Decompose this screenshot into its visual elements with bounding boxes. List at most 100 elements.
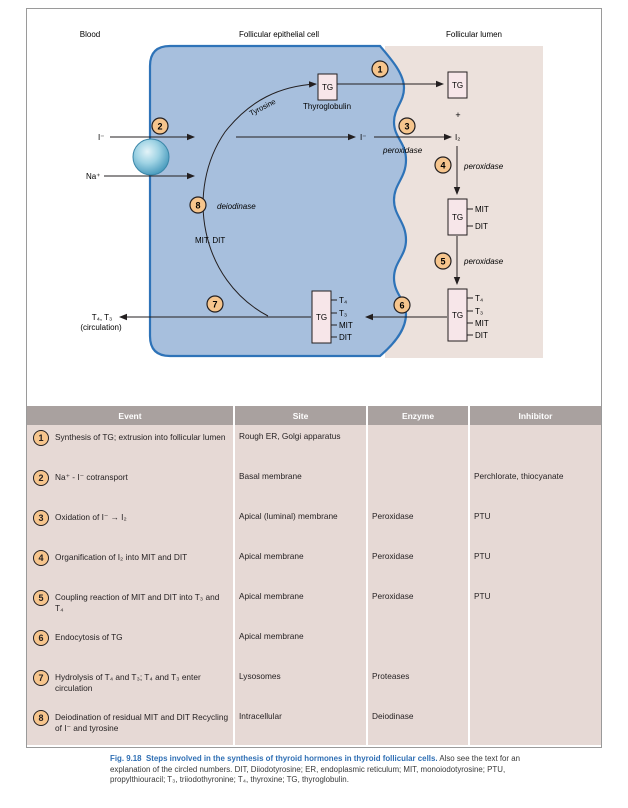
label-deiodinase: deiodinase (217, 202, 256, 211)
label-t3-lumen: T₃ (475, 307, 483, 316)
cell-enzyme: Peroxidase (368, 545, 470, 585)
header-inhibitor: Inhibitor (470, 406, 601, 425)
header-event: Event (27, 406, 235, 425)
tg-box-cell (317, 73, 338, 101)
tg-hormones-box-cell (311, 290, 332, 344)
cell-site: Intracellular (235, 705, 368, 745)
cell-site: Lysosomes (235, 665, 368, 705)
label-t4-lumen: T₄ (475, 294, 483, 303)
figure-caption-body: Also see the text for an explanation of … (110, 754, 521, 784)
label-circulation: (circulation) (80, 323, 122, 332)
label-blood: Blood (80, 30, 100, 39)
label-t4-t3-release: T₄, T₃ (92, 313, 113, 322)
step-number: 1 (377, 65, 382, 75)
cell-enzyme (368, 625, 470, 665)
cell-inhibitor (470, 625, 601, 665)
step-marker-3: 3 (398, 117, 416, 135)
step-badge: 1 (33, 430, 49, 446)
figure-caption: Fig. 9.18 Steps involved in the synthesi… (110, 754, 550, 786)
label-dit-lumen-2: DIT (475, 331, 488, 340)
cell-inhibitor (470, 705, 601, 745)
label-tg-hormones-lumen: TG (452, 311, 463, 320)
cell-event: 3 Oxidation of I⁻ → I₂ (27, 505, 235, 545)
cell-site: Apical membrane (235, 545, 368, 585)
label-tg-hormones-cell: TG (316, 313, 327, 322)
step-marker-2: 2 (151, 117, 169, 135)
event-text: Hydrolysis of T₄ and T₃; T₄ and T₃ enter… (55, 672, 201, 693)
cell-enzyme: Deiodinase (368, 705, 470, 745)
cell-enzyme (368, 465, 470, 505)
tg-mit-dit-box (447, 198, 468, 236)
step-marker-7: 7 (206, 295, 224, 313)
tg-box-lumen (447, 71, 468, 99)
step-number: 6 (399, 301, 404, 311)
label-tg-cell: TG (322, 83, 333, 92)
figure-number: Fig. 9.18 (110, 754, 142, 763)
cell-event: 2 Na⁺ - I⁻ cotransport (27, 465, 235, 505)
cell-inhibitor: PTU (470, 505, 601, 545)
label-tg-mit-dit: TG (452, 213, 463, 222)
label-mit-lumen: MIT (475, 205, 489, 214)
cell-event: 5 Coupling reaction of MIT and DIT into T… (27, 585, 235, 625)
cell-site: Apical membrane (235, 625, 368, 665)
table-row: 4 Organification of I₂ into MIT and DIT Ap… (27, 545, 601, 585)
step-badge: 3 (33, 510, 49, 526)
cell-enzyme: Proteases (368, 665, 470, 705)
step-number: 8 (195, 201, 200, 211)
step-badge: 2 (33, 470, 49, 486)
header-site: Site (235, 406, 368, 425)
figure-frame (26, 8, 602, 748)
event-text: Na⁺ - I⁻ cotransport (55, 472, 128, 482)
cell-site: Apical (luminal) membrane (235, 505, 368, 545)
step-number: 3 (404, 122, 409, 132)
cell-site: Rough ER, Golgi apparatus (235, 425, 368, 465)
event-text: Endocytosis of TG (55, 632, 123, 642)
step-marker-4: 4 (434, 156, 452, 174)
label-iodide-blood: I⁻ (98, 133, 104, 142)
label-t3-cell: T₃ (339, 309, 347, 318)
table-row: 2 Na⁺ - I⁻ cotransport Basal membrane Perch… (27, 465, 601, 505)
cell-event: 4 Organification of I₂ into MIT and DIT (27, 545, 235, 585)
event-text: Deiodination of residual MIT and DIT Rec… (55, 712, 229, 733)
label-iodide-cell: I⁻ (360, 133, 366, 142)
event-text: Oxidation of I⁻ → I₂ (55, 512, 127, 522)
table-row: 5 Coupling reaction of MIT and DIT into T… (27, 585, 601, 625)
event-text: Organification of I₂ into MIT and DIT (55, 552, 188, 562)
label-sodium: Na⁺ (86, 172, 100, 181)
cell-event: 6 Endocytosis of TG (27, 625, 235, 665)
label-dit-cell: DIT (339, 333, 352, 342)
label-mit-lumen-2: MIT (475, 319, 489, 328)
step-marker-6: 6 (393, 296, 411, 314)
step-number: 2 (157, 122, 162, 132)
step-badge: 6 (33, 630, 49, 646)
label-peroxidase-4: peroxidase (463, 162, 504, 171)
cell-inhibitor: PTU (470, 545, 601, 585)
label-plus: + (455, 110, 460, 120)
label-t4-cell: T₄ (339, 296, 347, 305)
arrow-tyrosine-recycling (202, 81, 317, 317)
cell-site: Apical membrane (235, 585, 368, 625)
cell-site: Basal membrane (235, 465, 368, 505)
cell-enzyme (368, 425, 470, 465)
label-iodine: I₂ (455, 133, 460, 142)
label-mit-cell: MIT (339, 321, 353, 330)
table-row: 3 Oxidation of I⁻ → I₂ Apical (luminal) me… (27, 505, 601, 545)
label-dit-lumen: DIT (475, 222, 488, 231)
step-badge: 5 (33, 590, 49, 606)
event-text: Coupling reaction of MIT and DIT into T₃… (55, 592, 220, 613)
label-mit-dit: MIT, DIT (195, 236, 225, 245)
table-header-row: Event Site Enzyme Inhibitor (27, 406, 601, 425)
cell-inhibitor: PTU (470, 585, 601, 625)
label-peroxidase-3: peroxidase (382, 146, 423, 155)
follicular-cell (148, 44, 408, 358)
cell-inhibitor: Perchlorate, thiocyanate (470, 465, 601, 505)
step-badge: 4 (33, 550, 49, 566)
step-marker-5: 5 (434, 252, 452, 270)
step-marker-8: 8 (189, 196, 207, 214)
